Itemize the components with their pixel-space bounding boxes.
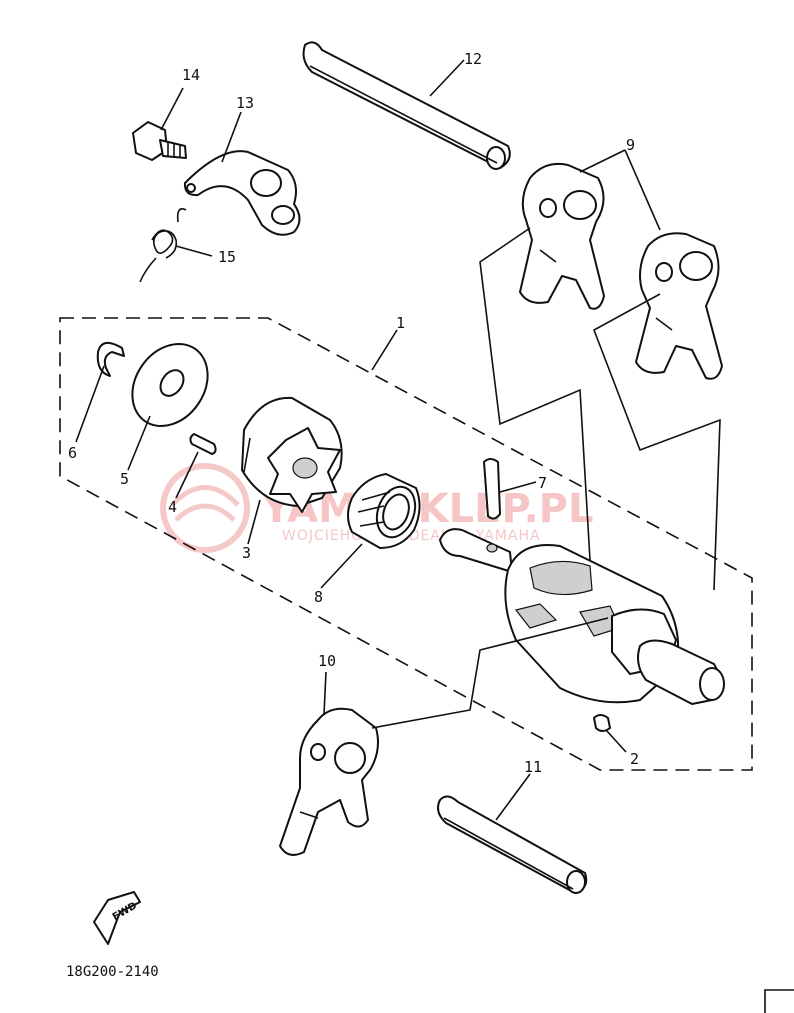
callout-8: 8: [314, 588, 323, 606]
part-8-bearing: [347, 473, 421, 549]
assembly-boundary: [59, 317, 753, 771]
part-2-screw: [593, 714, 611, 732]
part-6-circlip: [96, 341, 125, 377]
corner-mark: [764, 989, 794, 1013]
callout-3: 3: [242, 544, 251, 562]
part-1-shift-cam: [439, 528, 725, 705]
callout-2: 2: [630, 750, 639, 768]
callout-12: 12: [464, 50, 482, 68]
callout-4: 4: [168, 498, 177, 516]
part-11-guide-bar: [437, 795, 588, 894]
callout-5: 5: [120, 470, 129, 488]
callout-9: 9: [626, 136, 635, 154]
part-4-dowel-pin: [189, 433, 217, 455]
fwd-arrow-icon: FWD: [93, 891, 141, 945]
callout-11: 11: [524, 758, 542, 776]
callout-6: 6: [68, 444, 77, 462]
part-10-shift-fork: [279, 707, 379, 856]
callouts: 14 13 15 12 9 1 6 5 4 3 8 7 10 2 11: [68, 50, 639, 776]
part-7-pin: [483, 458, 501, 520]
callout-15: 15: [218, 248, 236, 266]
part-5-washer: [131, 343, 209, 427]
diagram-code: 18G200-2140: [66, 964, 159, 980]
part-9-shift-fork-a: [519, 162, 605, 310]
callout-13: 13: [236, 94, 254, 112]
part-13-stopper-lever: [183, 150, 301, 236]
part-15-spring: [139, 208, 187, 283]
watermark-logo-icon: [160, 463, 250, 553]
part-12-guide-bar: [302, 41, 511, 170]
callout-14: 14: [182, 66, 200, 84]
callout-7: 7: [538, 474, 547, 492]
part-3-segment: [241, 396, 343, 513]
part-14-bolt: [132, 121, 187, 161]
leader-lines: [75, 59, 721, 821]
callout-10: 10: [318, 652, 336, 670]
part-9-shift-fork-b: [635, 232, 723, 380]
callout-1: 1: [396, 314, 405, 332]
